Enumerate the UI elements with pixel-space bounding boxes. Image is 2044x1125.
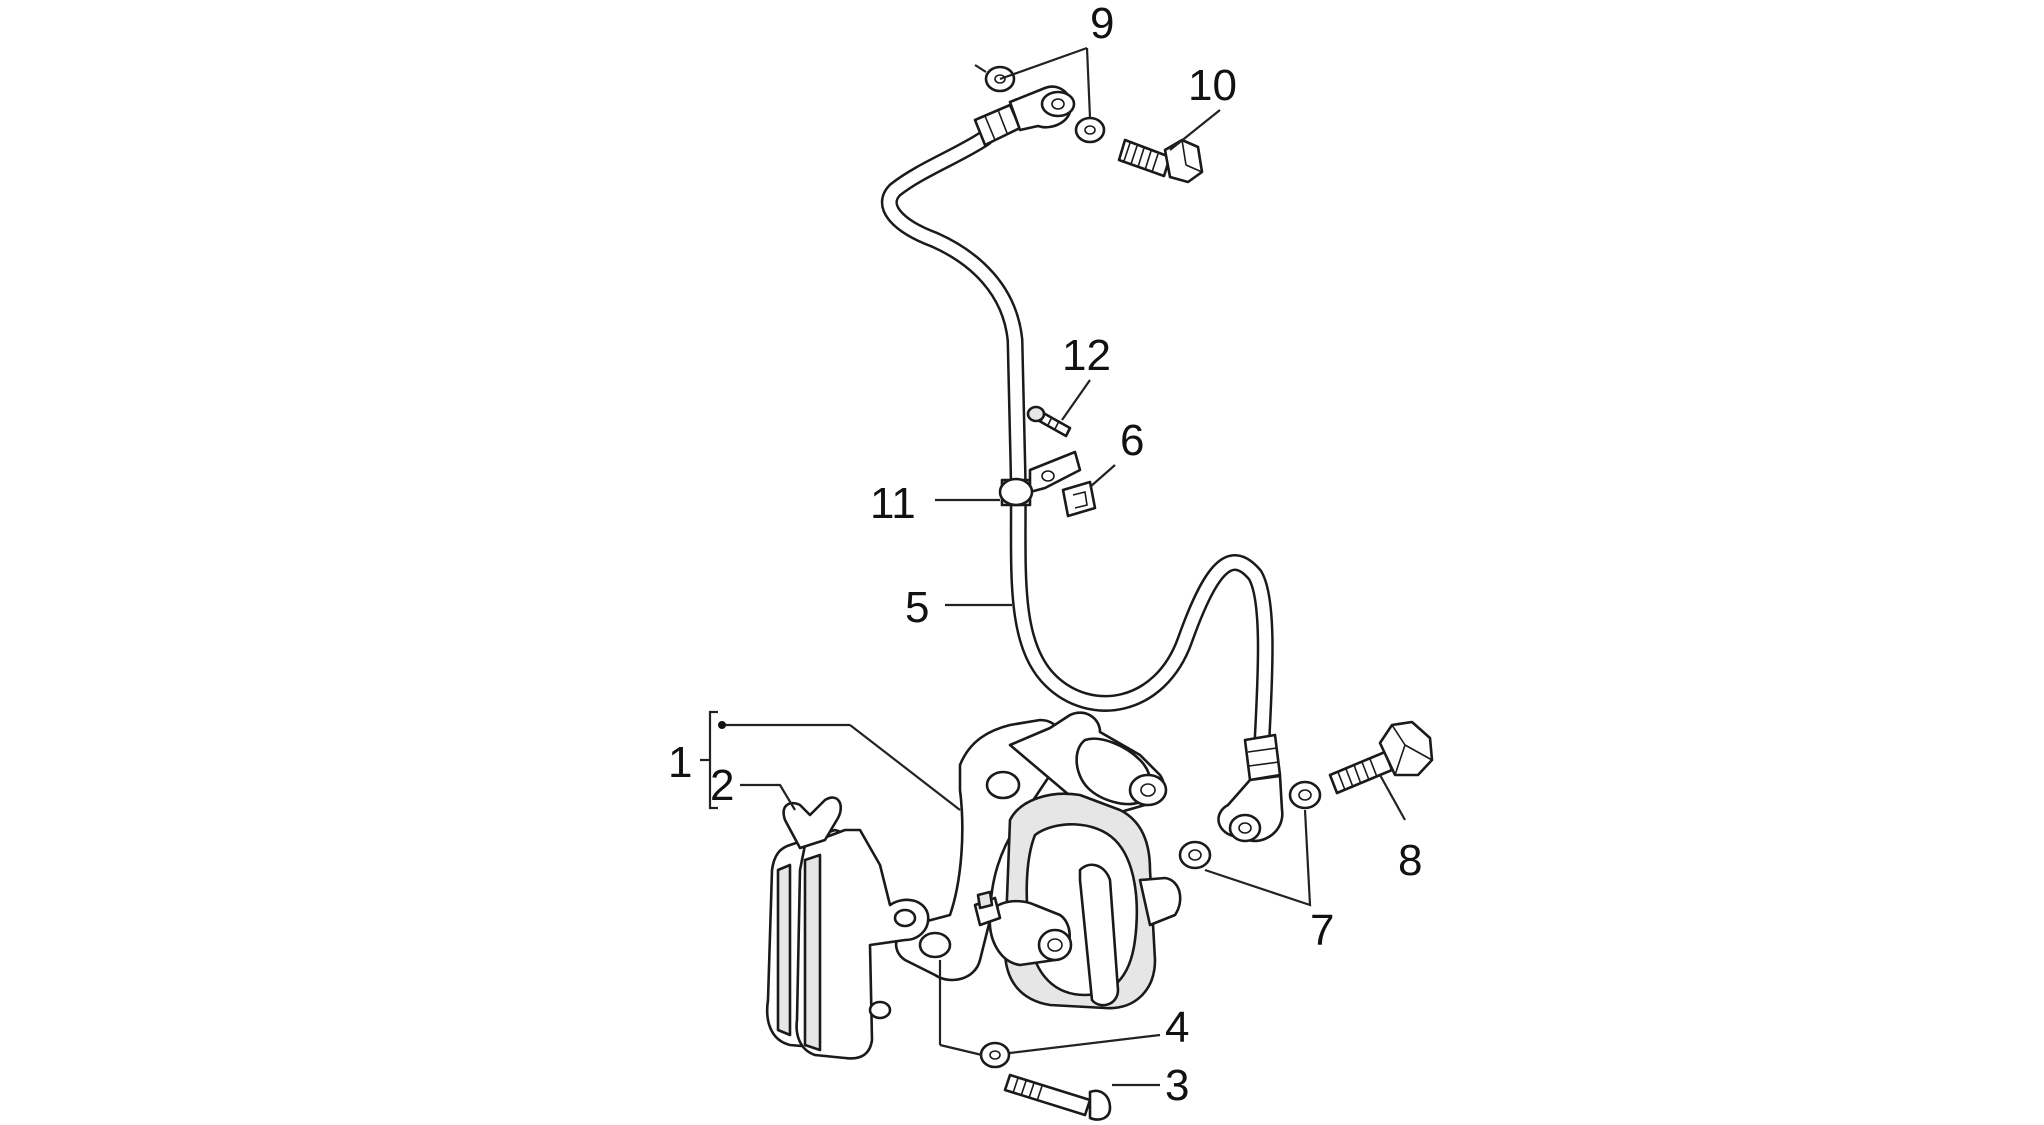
banjo-bolt-top [1117, 138, 1204, 184]
callout-3: 3 [1165, 1061, 1189, 1110]
callout-12: 12 [1062, 331, 1111, 380]
washer-top-right [1074, 116, 1106, 144]
callout-5: 5 [905, 583, 929, 632]
leader-dot [718, 721, 726, 729]
caliper-bolt-washer [979, 1041, 1011, 1069]
brake-caliper [894, 711, 1182, 1010]
clip-screw [1026, 405, 1072, 438]
washer-bottom-left [1178, 840, 1212, 870]
callout-8: 8 [1398, 836, 1422, 885]
caliper-bolt [1003, 1073, 1112, 1121]
callout-11: 11 [870, 479, 916, 528]
callout-labels: 1 2 3 4 5 6 7 8 9 10 11 12 [668, 0, 1422, 1110]
leader-lines [700, 46, 1406, 1087]
callout-2: 2 [710, 761, 734, 810]
callout-1: 1 [668, 738, 692, 787]
brake-hose [880, 129, 1274, 749]
callout-7: 7 [1310, 906, 1334, 955]
brake-pads [765, 796, 930, 1060]
hose-bottom-fitting [1217, 733, 1284, 843]
hose-top-fitting [973, 85, 1076, 147]
callout-4: 4 [1165, 1003, 1189, 1052]
callout-6: 6 [1120, 416, 1144, 465]
washer-bottom-right [1288, 780, 1322, 810]
hose-clamp [998, 450, 1082, 507]
clip-nut [1061, 480, 1097, 518]
callout-9: 9 [1090, 0, 1114, 48]
banjo-bolt-bottom [1328, 720, 1434, 795]
callout-10: 10 [1188, 61, 1237, 110]
